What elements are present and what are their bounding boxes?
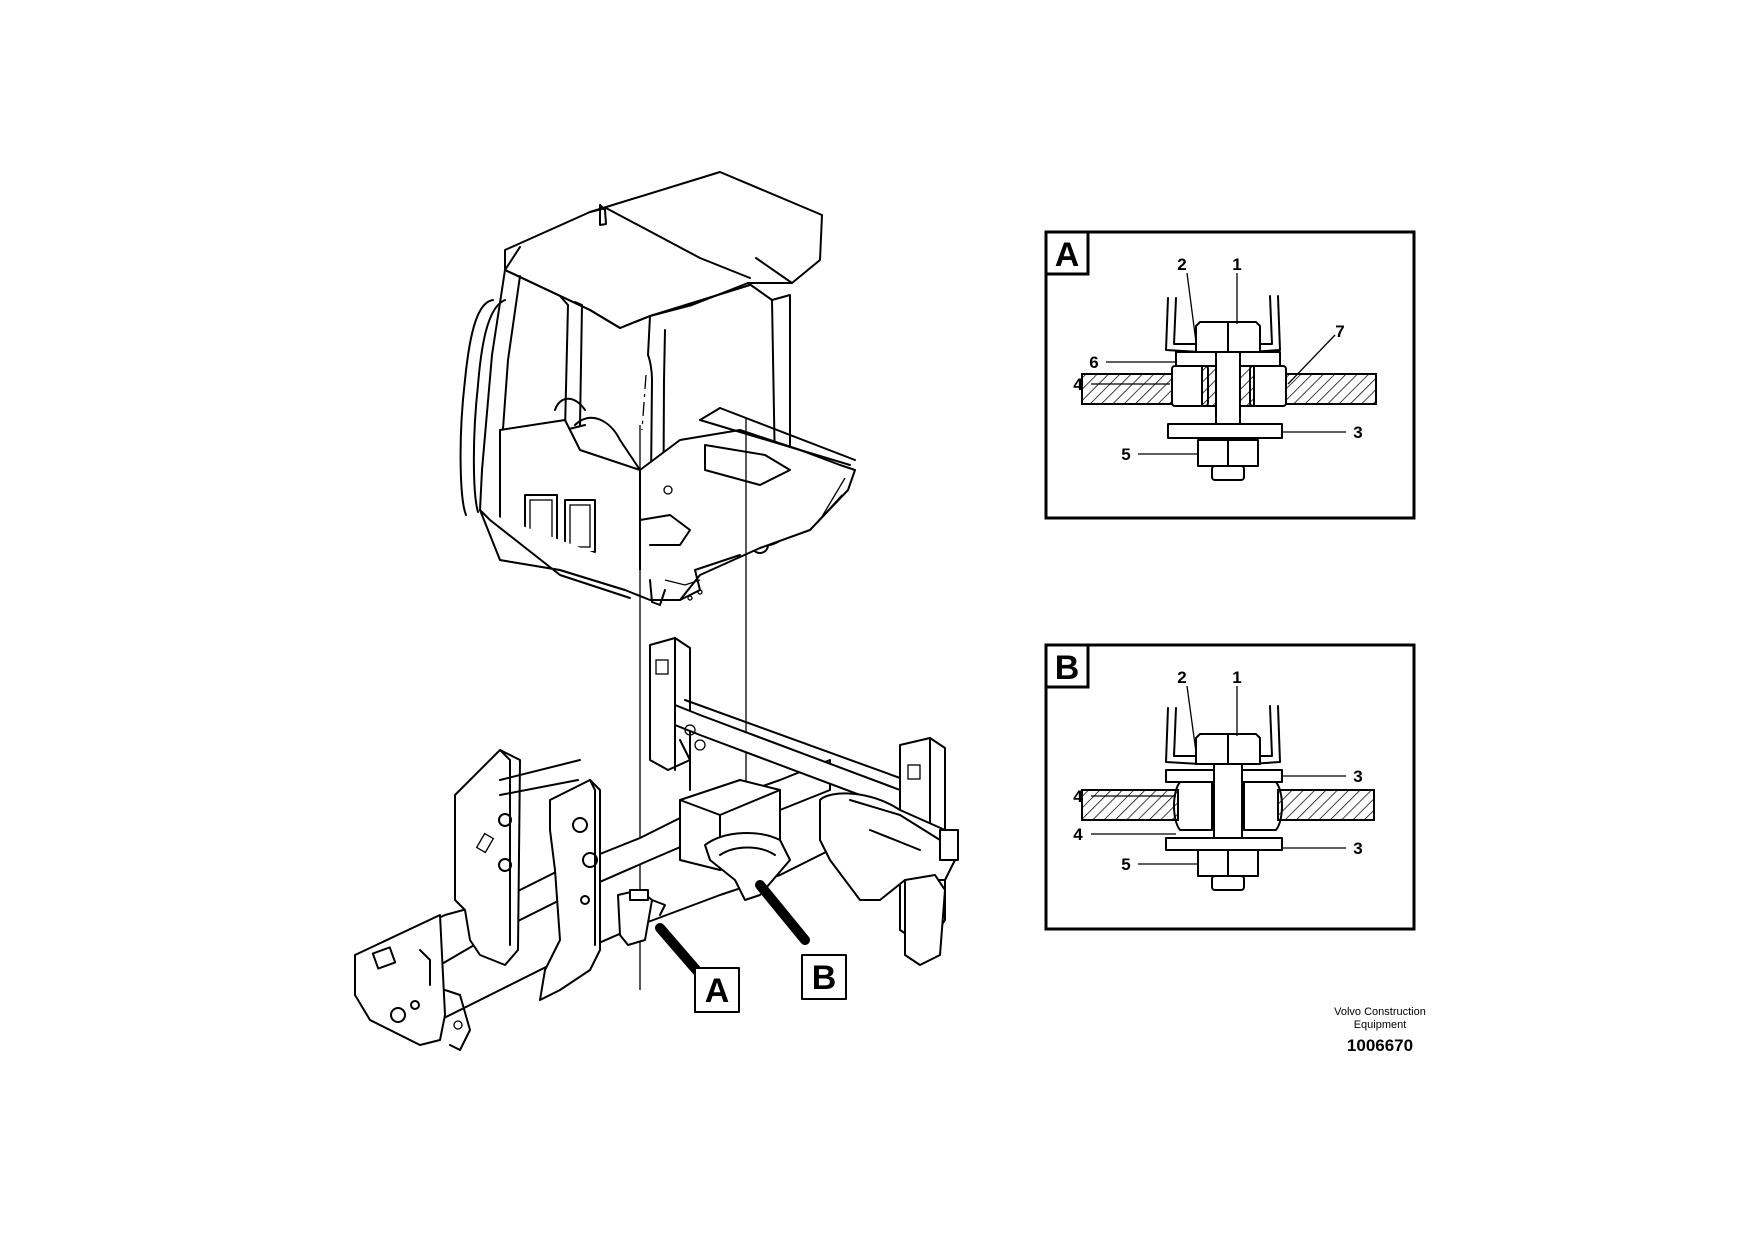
detail-b-label: B xyxy=(1055,649,1080,687)
callout-2: 2 xyxy=(1177,668,1186,687)
detail-a-label: A xyxy=(1055,236,1080,274)
detail-b-panel: B 1 2 3 4 4 3 xyxy=(1044,643,1416,931)
callout-3: 3 xyxy=(1353,423,1362,442)
frame-illustration xyxy=(354,637,959,1051)
callout-5: 5 xyxy=(1121,445,1130,464)
detail-a-panel: A 1 2 6 xyxy=(1044,230,1416,520)
detail-marker-b: B xyxy=(755,880,847,1000)
callout-5: 5 xyxy=(1121,855,1130,874)
callout-6: 6 xyxy=(1089,353,1098,372)
callout-4: 4 xyxy=(1073,787,1083,806)
callout-4: 4 xyxy=(1073,375,1083,394)
detail-marker-a: A xyxy=(655,923,740,1013)
callout-1: 1 xyxy=(1232,668,1241,687)
marker-label-a: A xyxy=(705,972,730,1010)
callout-4: 4 xyxy=(1073,825,1083,844)
callout-7: 7 xyxy=(1335,322,1344,341)
callout-2: 2 xyxy=(1177,255,1186,274)
cab-illustration xyxy=(459,171,856,606)
reference-number: 1006670 xyxy=(1346,1036,1414,1055)
callout-1: 1 xyxy=(1232,255,1241,274)
brand-line-1: Volvo Construction xyxy=(1334,1006,1426,1018)
marker-label-b: B xyxy=(812,959,837,997)
brand-caption: Volvo Construction Equipment xyxy=(1300,1006,1460,1032)
brand-line-2: Equipment xyxy=(1353,1019,1407,1031)
callout-3: 3 xyxy=(1353,839,1362,858)
callout-3: 3 xyxy=(1353,767,1362,786)
